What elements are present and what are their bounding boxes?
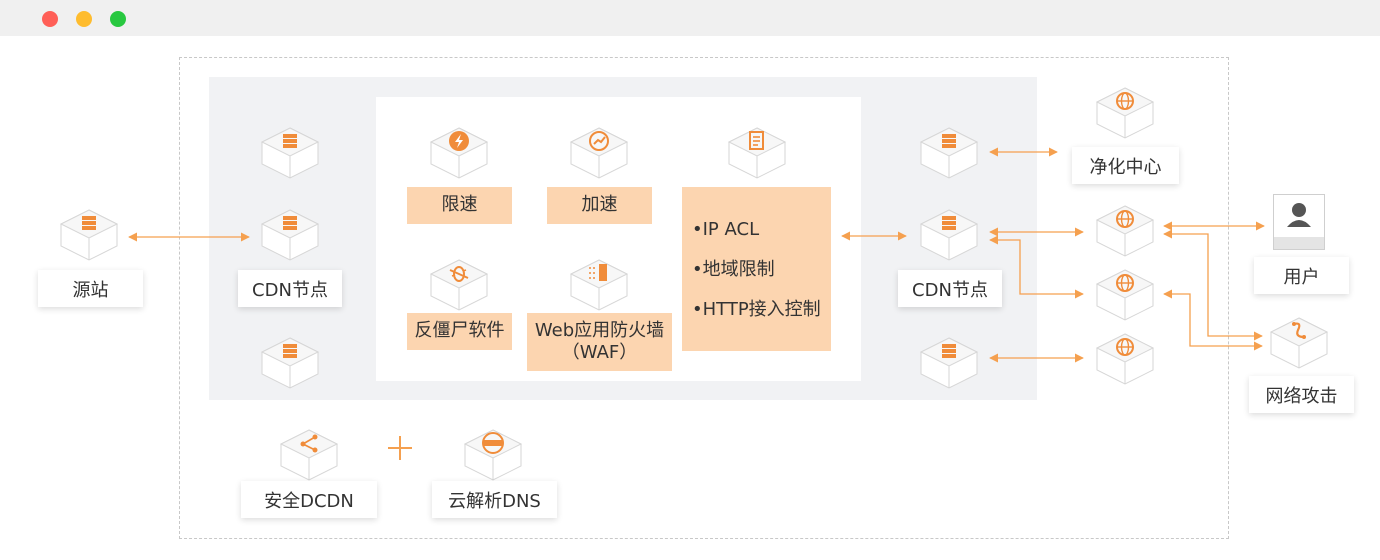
globe-icon [1094,326,1156,388]
plus-icon [388,436,412,460]
document-icon [726,120,788,182]
user-avatar [1273,194,1325,250]
acl-item-region: •地域限制 [692,259,775,280]
speedometer-icon [568,120,630,182]
acl-item-ip: •IP ACL [692,219,760,240]
globe-icon [1094,198,1156,260]
window-titlebar [0,0,1380,36]
acl-item-http: •HTTP接入控制 [692,299,821,320]
user-icon [1287,203,1311,227]
acceleration-feature: 加速 [547,187,652,224]
minimize-window-button[interactable] [76,11,92,27]
attack-icon [1268,310,1330,372]
share-network-icon [278,422,340,484]
dcdn-label: 安全DCDN [241,481,377,518]
rate-limit-feature: 限速 [407,187,512,224]
cleaning-center-label: 净化中心 [1072,147,1179,184]
dns-icon [462,422,524,484]
source-label: 源站 [38,270,143,307]
cdn-server-icon [259,120,321,182]
cdn-server-icon [918,330,980,392]
anti-bot-feature: 反僵尸软件 [407,313,512,350]
cdn-server-icon [259,330,321,392]
attack-label: 网络攻击 [1249,376,1354,413]
firewall-icon [568,252,630,314]
user-label: 用户 [1254,257,1349,294]
globe-attack-link-2 [1163,289,1263,351]
lightning-icon [428,120,490,182]
globe-attack-link-1 [1163,229,1263,341]
cdn-server-icon [918,120,980,182]
close-window-button[interactable] [42,11,58,27]
access-control-feature: •IP ACL •地域限制 •HTTP接入控制 [682,187,831,351]
cdn-node-label-right: CDN节点 [898,270,1002,307]
globe-icon [1094,262,1156,324]
waf-feature: Web应用防火墙 （WAF） [527,313,672,371]
bug-icon [428,252,490,314]
waf-title: Web应用防火墙 [534,319,665,341]
maximize-window-button[interactable] [110,11,126,27]
cdn-server-icon [918,202,980,264]
source-server-icon [58,202,120,264]
globe-icon [1094,80,1156,142]
cdn-globe-link-2 [989,235,1084,299]
cdn-node-label-left: CDN节点 [238,270,342,307]
dns-label: 云解析DNS [432,481,557,518]
cdn-server-icon [259,202,321,264]
waf-abbr: （WAF） [561,342,638,363]
